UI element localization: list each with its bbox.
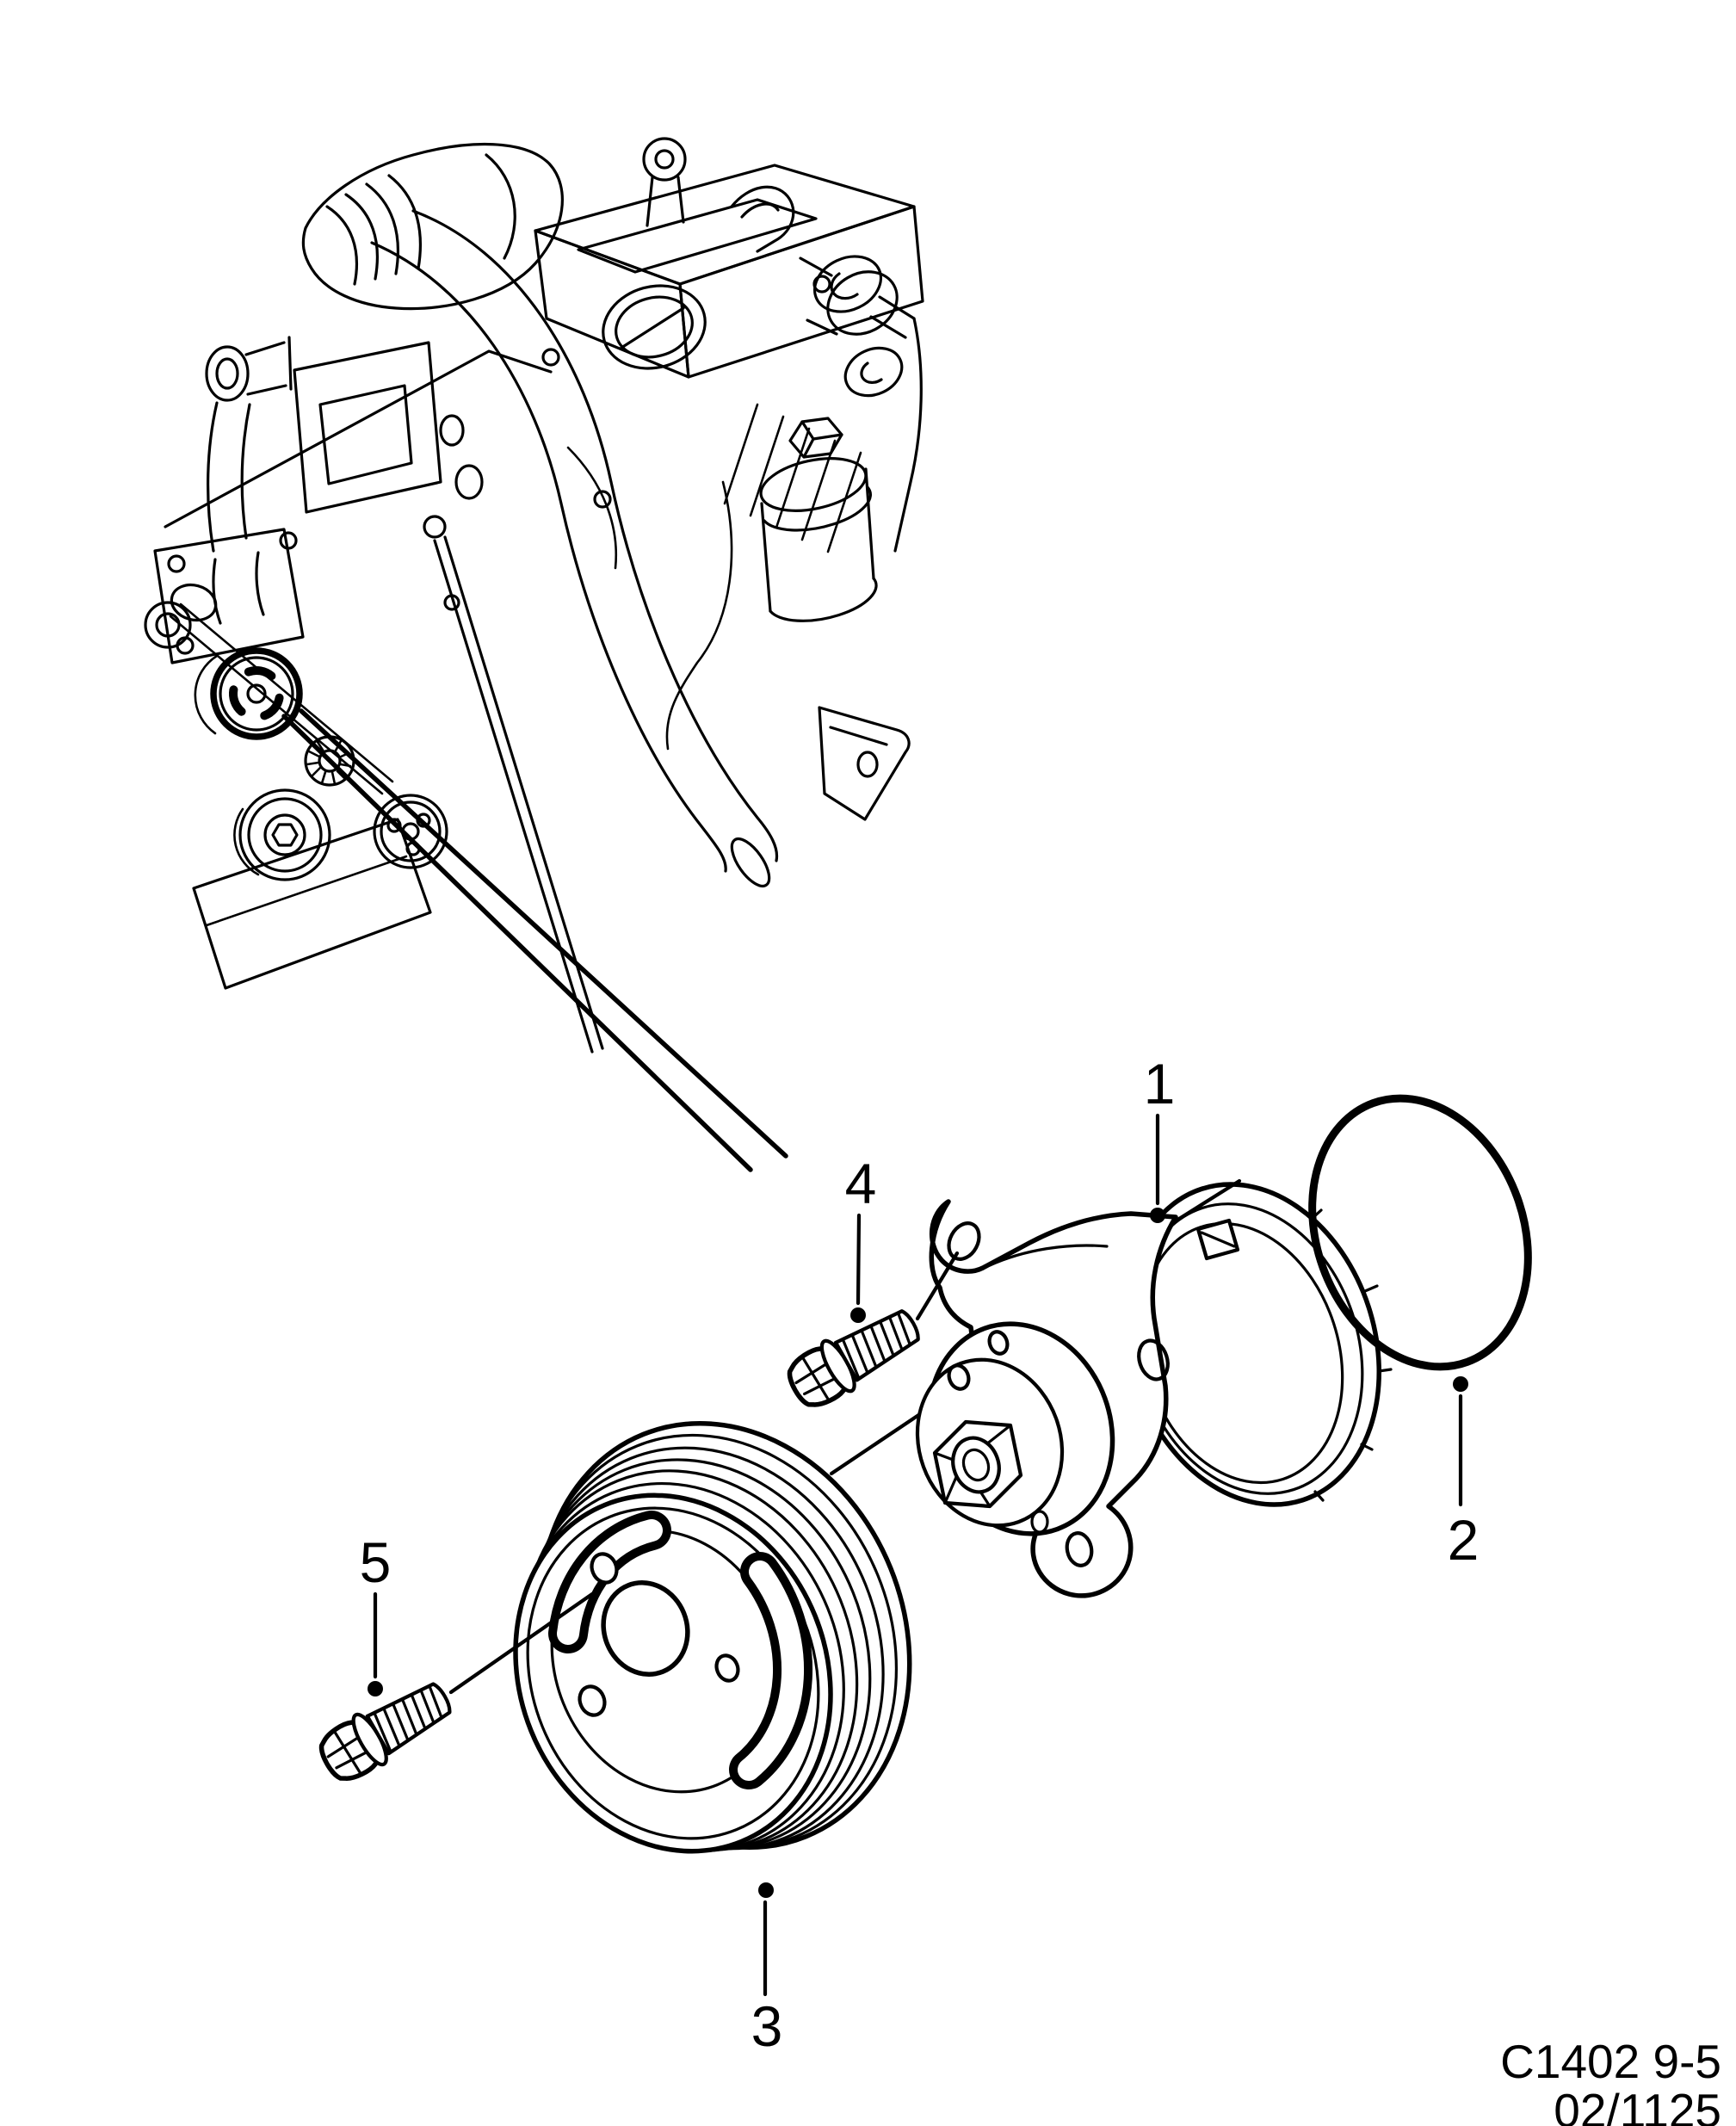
intake-canister bbox=[301, 142, 564, 311]
front-face-details bbox=[164, 341, 733, 990]
bolt-5-leader-line bbox=[448, 1591, 595, 1695]
valve-cover bbox=[534, 164, 924, 379]
callout-2: 2 bbox=[1448, 1376, 1480, 1572]
gasket-oring bbox=[1308, 1094, 1532, 1371]
footer: C1402 9-5 02/1125 bbox=[1500, 2035, 1721, 2126]
block-ribs bbox=[723, 403, 862, 553]
callout-5-label: 5 bbox=[360, 1530, 392, 1594]
bolt-4-leader-line bbox=[915, 1251, 960, 1321]
thermostat-hoses bbox=[799, 255, 923, 553]
callout-3-label: 3 bbox=[751, 1994, 783, 2058]
intake-hose bbox=[370, 209, 779, 888]
callout-5: 5 bbox=[360, 1530, 392, 1696]
callout-1-label: 1 bbox=[1144, 1052, 1176, 1116]
bolt-part-5 bbox=[313, 1591, 595, 1789]
callout-4: 4 bbox=[845, 1152, 877, 1323]
footer-drawing-code: C1402 9-5 bbox=[1500, 2035, 1721, 2088]
callout-3: 3 bbox=[751, 1882, 783, 2058]
lifting-eyelet bbox=[642, 137, 795, 253]
flange-hole-right bbox=[1137, 1338, 1170, 1381]
engine-illustration bbox=[144, 137, 924, 1054]
water-pump-part bbox=[915, 1178, 1393, 1598]
callout-1: 1 bbox=[1144, 1052, 1176, 1223]
flange-hole-lower bbox=[1065, 1531, 1094, 1567]
belt-drive bbox=[144, 601, 448, 881]
mount-bracket bbox=[818, 706, 911, 821]
footer-revision: 02/1125 bbox=[1554, 2084, 1721, 2126]
callout-4-label: 4 bbox=[845, 1152, 877, 1215]
location-leader-lines bbox=[281, 708, 788, 1172]
bolt-part-4 bbox=[782, 1251, 960, 1415]
dipstick-tube bbox=[423, 515, 604, 1054]
gasket-groove-line bbox=[1170, 1178, 1242, 1226]
water-pump-pulley-part bbox=[513, 1420, 912, 1854]
callout-2-label: 2 bbox=[1448, 1508, 1480, 1572]
exhaust-and-left-bracket bbox=[153, 336, 305, 664]
oil-filter bbox=[759, 417, 878, 622]
flange-hole-upper bbox=[947, 1221, 981, 1261]
